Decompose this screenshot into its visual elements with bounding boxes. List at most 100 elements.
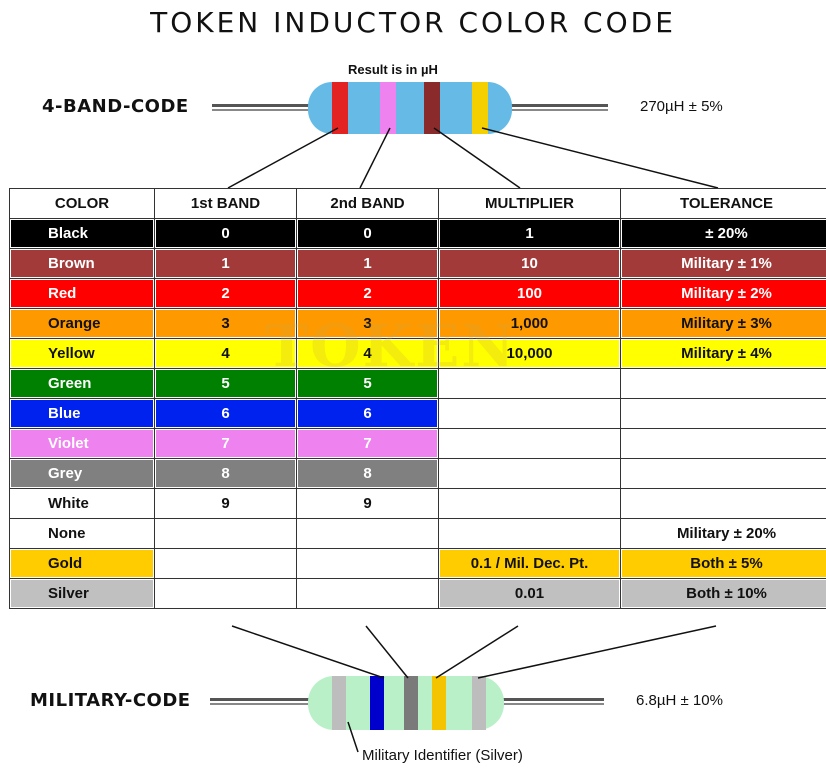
multiplier-cell: 100	[438, 278, 621, 309]
bottom-band-2	[370, 676, 384, 730]
color-name-cell-text: Green	[48, 375, 92, 392]
multiplier-cell: 0.1 / Mil. Dec. Pt.	[438, 548, 621, 579]
first-band-cell-text: 6	[221, 405, 230, 422]
first-band-cell-text: 0	[221, 225, 230, 242]
first-band-cell-text: 9	[221, 495, 230, 512]
color-name-cell: Blue	[9, 398, 155, 429]
second-band-cell	[296, 578, 439, 609]
second-band-cell-text: 9	[363, 495, 372, 512]
color-name-cell-text: Violet	[48, 435, 89, 452]
color-name-cell: Grey	[9, 458, 155, 489]
tolerance-cell: Military ± 3%	[620, 308, 826, 339]
multiplier-cell	[438, 458, 621, 489]
second-band-cell: 6	[296, 398, 439, 429]
table-row: Grey 8 8	[9, 458, 826, 489]
military-code-label: MILITARY-CODE	[30, 690, 191, 711]
first-band-cell	[154, 548, 297, 579]
first-band-cell-text: 8	[221, 465, 230, 482]
color-name-cell-text: Blue	[48, 405, 81, 422]
multiplier-cell	[438, 518, 621, 549]
first-band-cell-text: 1	[221, 255, 230, 272]
header-tolerance: TOLERANCE	[620, 188, 826, 219]
multiplier-cell-text: 10	[521, 255, 538, 272]
tolerance-cell	[620, 368, 826, 399]
military-identifier-note: Military Identifier (Silver)	[362, 747, 523, 764]
bottom-lead-left	[210, 698, 314, 701]
first-band-cell: 5	[154, 368, 297, 399]
tolerance-cell: Military ± 4%	[620, 338, 826, 369]
color-name-cell: Red	[9, 278, 155, 309]
multiplier-cell-text: 100	[516, 285, 543, 302]
color-name-cell-text: None	[48, 525, 86, 542]
first-band-cell-text: 7	[221, 435, 230, 452]
top-band-2	[380, 82, 396, 134]
page-title: TOKEN INDUCTOR COLOR CODE	[150, 6, 676, 39]
bottom-band-1	[332, 676, 346, 730]
tolerance-cell-text: Both ± 10%	[686, 585, 767, 602]
tolerance-cell-text: Military ± 2%	[681, 285, 772, 302]
second-band-cell: 2	[296, 278, 439, 309]
color-name-cell: Yellow	[9, 338, 155, 369]
tolerance-cell	[620, 398, 826, 429]
tolerance-cell-text: Both ± 5%	[690, 555, 763, 572]
table-header-row: COLOR 1st BAND 2nd BAND MULTIPLIER TOLER…	[9, 188, 826, 219]
color-name-cell: Violet	[9, 428, 155, 459]
first-band-cell-text: 3	[221, 315, 230, 332]
multiplier-cell	[438, 398, 621, 429]
tolerance-cell	[620, 458, 826, 489]
table-row: Black 0 0 1 ± 20%	[9, 218, 826, 249]
multiplier-cell-text: 1	[525, 225, 534, 242]
tolerance-cell-text: Military ± 20%	[676, 525, 777, 542]
table-row: Silver 0.01 Both ± 10%	[9, 578, 826, 609]
multiplier-cell-text: 1,000	[510, 315, 549, 332]
color-name-cell-text: White	[48, 495, 89, 512]
first-band-cell: 9	[154, 488, 297, 519]
color-name-cell-text: Orange	[48, 315, 101, 332]
first-band-cell: 3	[154, 308, 297, 339]
color-name-cell: White	[9, 488, 155, 519]
first-band-cell: 1	[154, 248, 297, 279]
military-value: 6.8µH ± 10%	[636, 692, 723, 709]
color-name-cell: Black	[9, 218, 155, 249]
color-code-table: COLOR 1st BAND 2nd BAND MULTIPLIER TOLER…	[9, 188, 826, 609]
tolerance-cell: Both ± 5%	[620, 548, 826, 579]
color-name-cell-text: Silver	[48, 585, 89, 602]
tolerance-cell: ± 20%	[620, 218, 826, 249]
second-band-cell-text: 2	[363, 285, 372, 302]
second-band-cell: 5	[296, 368, 439, 399]
multiplier-cell: 0.01	[438, 578, 621, 609]
second-band-cell-text: 0	[363, 225, 372, 242]
tolerance-cell: Military ± 2%	[620, 278, 826, 309]
color-name-cell-text: Grey	[48, 465, 83, 482]
second-band-cell: 0	[296, 218, 439, 249]
top-inductor	[212, 82, 719, 189]
multiplier-cell	[438, 368, 621, 399]
tolerance-cell: Military ± 1%	[620, 248, 826, 279]
color-name-cell: Orange	[9, 308, 155, 339]
header-second-band: 2nd BAND	[296, 188, 439, 219]
first-band-cell	[154, 578, 297, 609]
tolerance-cell	[620, 488, 826, 519]
second-band-cell: 8	[296, 458, 439, 489]
second-band-cell	[296, 518, 439, 549]
second-band-cell: 3	[296, 308, 439, 339]
tolerance-cell: Military ± 20%	[620, 518, 826, 549]
second-band-cell: 9	[296, 488, 439, 519]
header-color: COLOR	[9, 188, 155, 219]
color-name-cell: Silver	[9, 578, 155, 609]
first-band-cell: 0	[154, 218, 297, 249]
second-band-cell-text: 3	[363, 315, 372, 332]
second-band-cell: 1	[296, 248, 439, 279]
second-band-cell-text: 4	[363, 345, 372, 362]
second-band-cell-text: 5	[363, 375, 372, 392]
bottom-inductor	[210, 625, 717, 753]
top-lead-left	[212, 104, 312, 107]
second-band-cell-text: 1	[363, 255, 372, 272]
first-band-cell-text: 2	[221, 285, 230, 302]
color-name-cell: None	[9, 518, 155, 549]
multiplier-cell: 10,000	[438, 338, 621, 369]
top-lead-right	[508, 104, 608, 107]
